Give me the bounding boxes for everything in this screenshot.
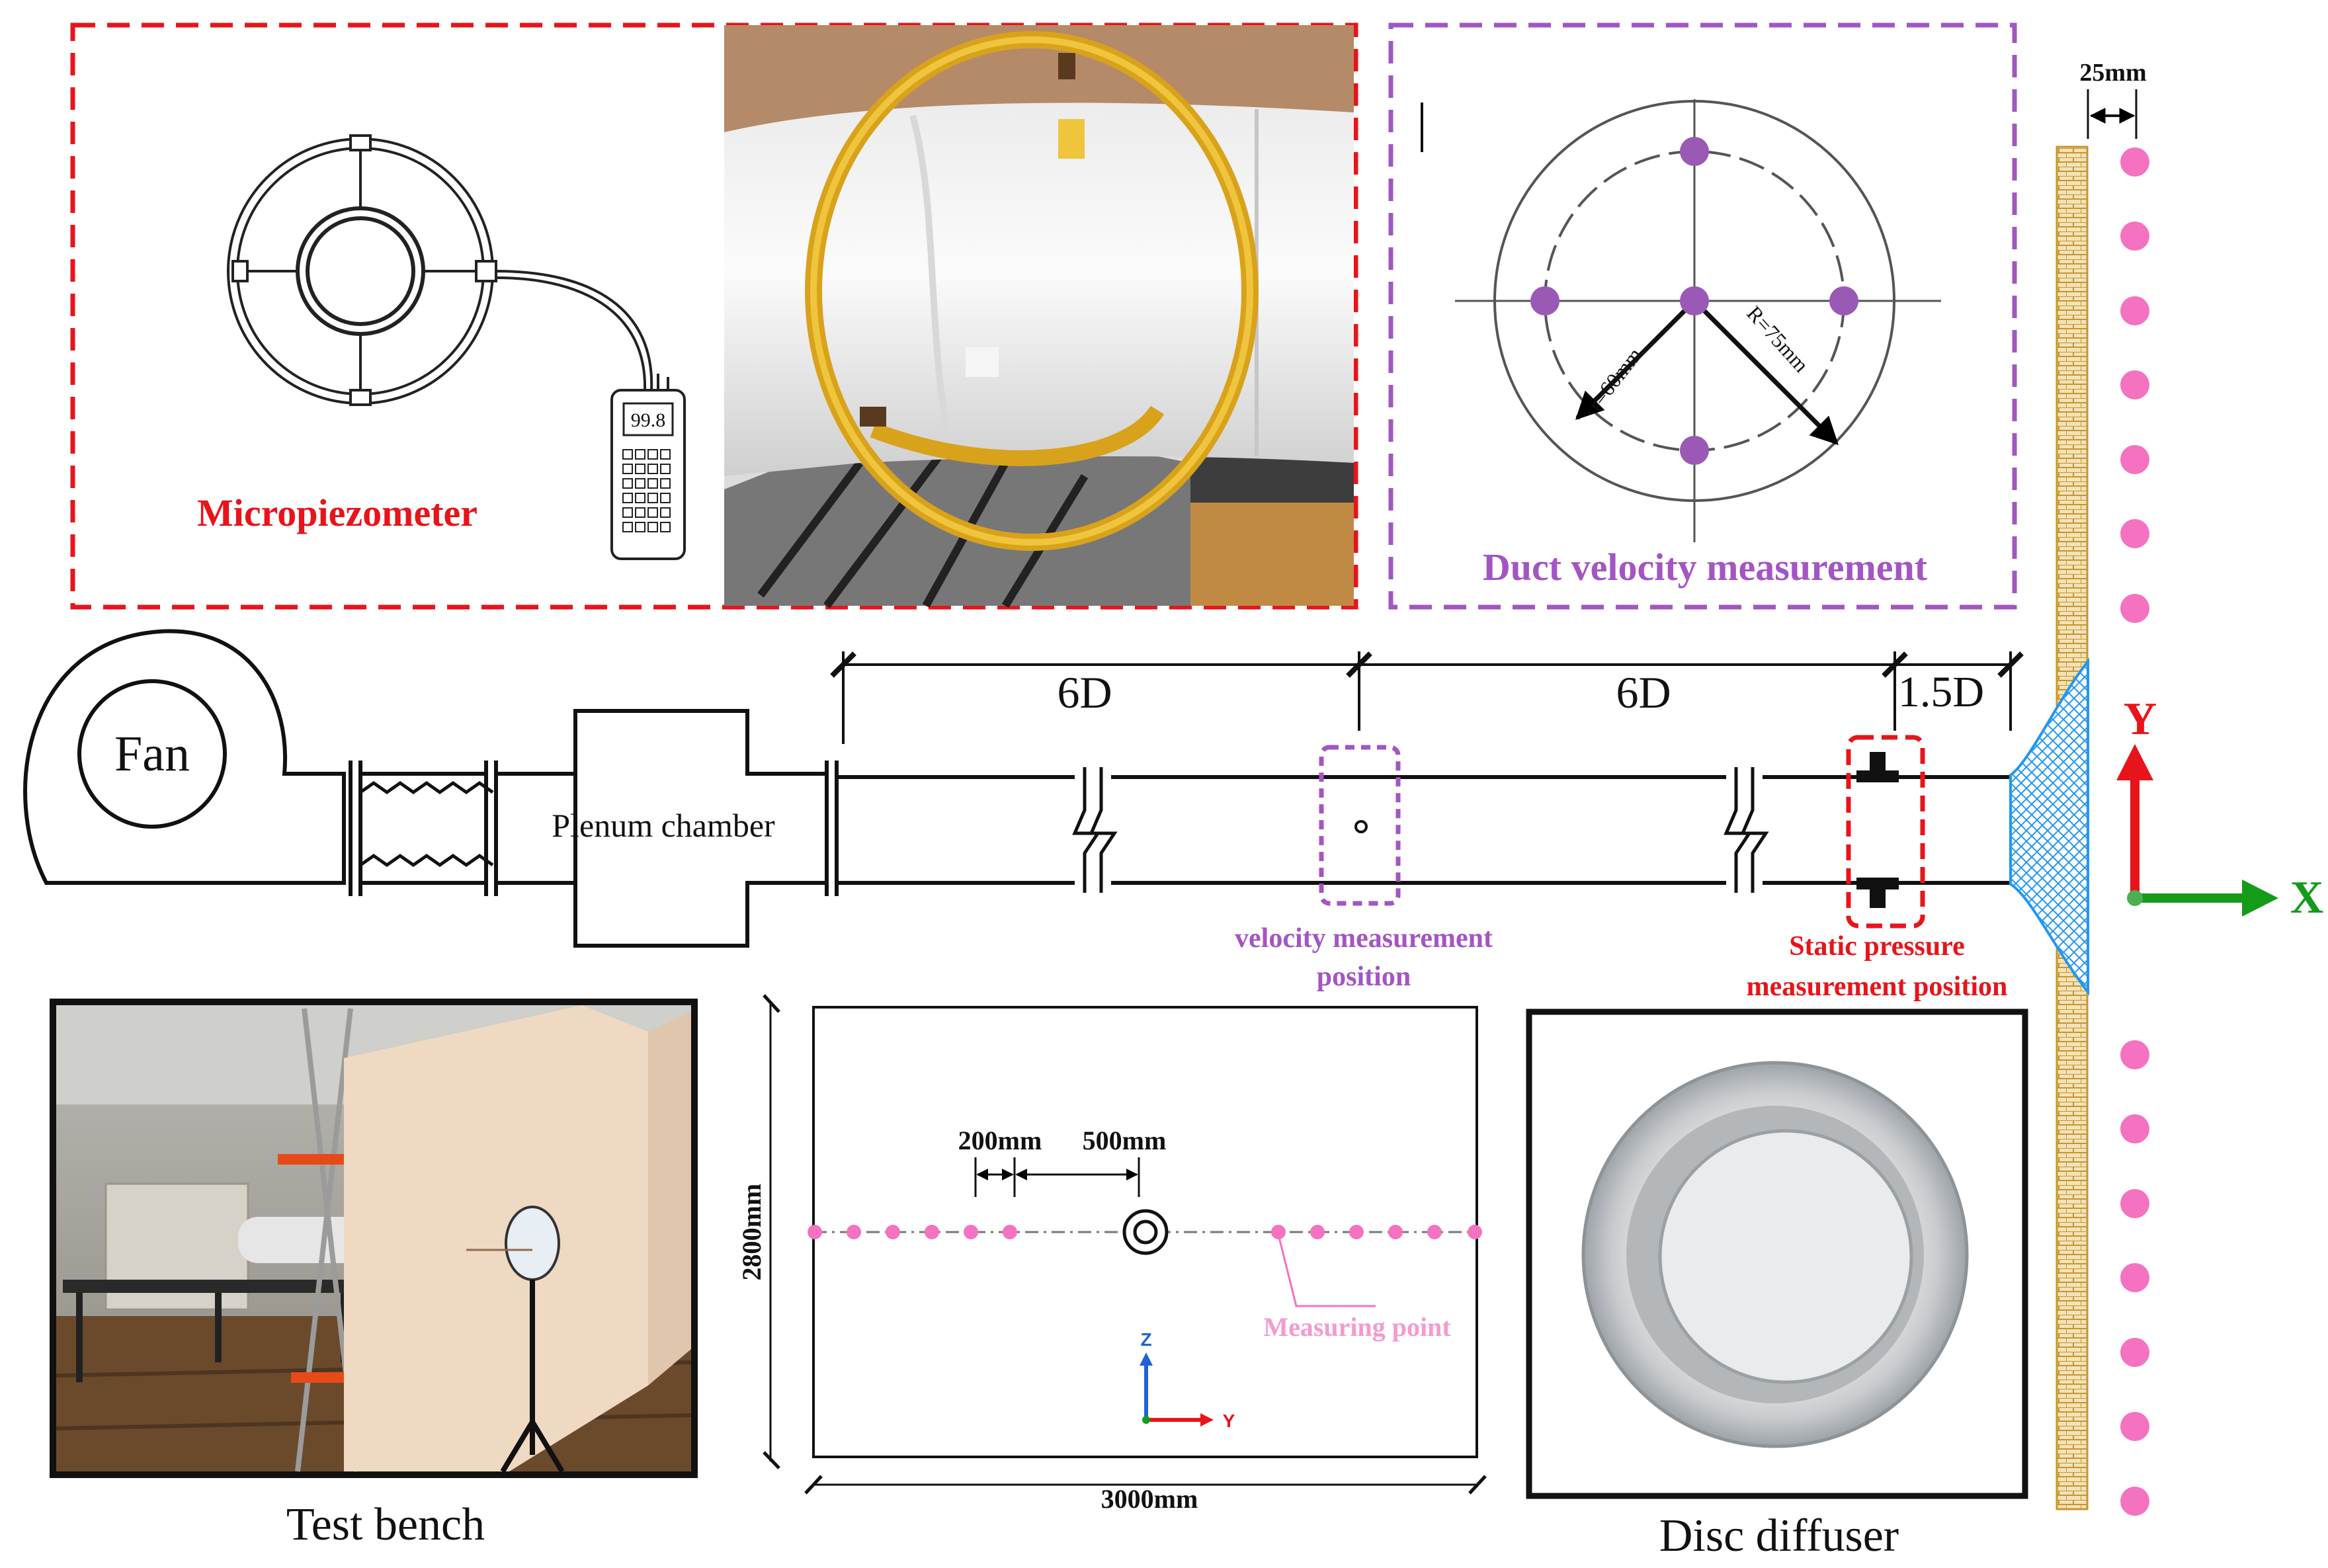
disc-diffuser-photo [1526,1009,2028,1499]
keypad-key [622,478,633,489]
velocity-position-line-2: position [1317,962,1411,992]
keypad-key [622,522,633,532]
plan-measuring-point [1349,1225,1364,1239]
test-bench-caption: Test bench [286,1499,485,1550]
micropiezometer-label: Micropiezometer [197,491,478,534]
wall-measuring-point [2120,222,2149,251]
keypad-key [635,464,645,474]
keypad-key [647,493,658,503]
keypad-key [660,507,671,518]
plan-measuring-point [808,1225,822,1239]
device-readout: 99.8 [631,409,666,431]
plan-measuring-point [925,1225,939,1239]
static-pressure-box [1846,735,1925,928]
plan-measuring-point [1310,1225,1325,1239]
wall-measuring-point [2120,1040,2149,1069]
keypad-key [647,449,658,460]
axis-y-label: Y [2124,694,2157,745]
keypad-key [622,507,633,518]
wall-measuring-point [2120,519,2149,548]
fan-label: Fan [114,726,190,782]
keypad-key [635,522,645,532]
keypad-key [660,493,671,503]
plan-width-label: 3000mm [1101,1484,1198,1514]
duct-dimension-line [830,651,2024,744]
static-position-line-2: measurement position [1747,971,2008,1002]
velocity-measuring-point [1680,137,1709,166]
dim-6d-second: 6D [1616,667,1671,718]
wall-measuring-point [2120,1189,2149,1218]
keypad-key [622,493,633,503]
wall-measuring-point [2120,445,2149,474]
plan-axis-z-label: Z [1140,1329,1151,1350]
wall-measuring-point [2120,147,2149,177]
plan-view: 2800mm 3000mm 200mm 500mm Measuring poin… [737,994,1487,1514]
plan-measuring-point [1468,1225,1482,1239]
wall-measuring-point [2120,1487,2149,1516]
dim-1-5d: 1.5D [1898,668,1984,716]
keypad-key [635,478,645,489]
disc-diffuser-caption: Disc diffuser [1659,1510,1899,1561]
keypad-key [660,464,671,474]
plan-measuring-point [1427,1225,1442,1239]
velocity-position-line-1: velocity measurement [1235,923,1493,954]
plan-axis-y-label: Y [1223,1411,1235,1431]
plenum-label: Plenum chamber [552,807,775,844]
piezometer-ring-icon [227,134,653,406]
keypad-key [622,464,633,474]
xy-axes: Y X [2116,694,2323,923]
velocity-measuring-point [1680,436,1709,465]
velocity-measuring-point [1530,286,1559,315]
velocity-measuring-point [1829,286,1858,315]
plan-height-label: 2800mm [737,1184,767,1281]
plan-measuring-point [847,1225,861,1239]
duct-velocity-panel: r=60mm R=75mm Duct velocity measurement [1388,22,2017,610]
wall-measuring-point [2120,296,2149,325]
measuring-point-label: Measuring point [1263,1312,1451,1342]
micropiezometer-panel: 99.8 Micropiezometer [70,22,1358,610]
inner-radius-label: r=60mm [1583,343,1646,415]
wall-measuring-point [2120,1412,2149,1441]
keypad-key [660,478,671,489]
dim-6d-first: 6D [1057,667,1112,718]
keypad-key [660,522,671,532]
micromanometer-device-icon: 99.8 [610,374,686,560]
keypad-key [635,493,645,503]
wall-measuring-points [2120,147,2149,1516]
outer-radius-label: R=75mm [1742,302,1813,377]
velocity-measuring-point [1680,286,1709,315]
keypad-key [635,507,645,518]
spacing-200-label: 200mm [958,1126,1042,1155]
keypad-key [660,449,671,460]
keypad-key [647,522,658,532]
wall-measuring-point [2120,1114,2149,1143]
static-position-line-1: Static pressure [1789,931,1965,962]
plan-measuring-point [886,1225,900,1239]
piezometer-ring-photo [724,25,1354,608]
axis-x-label: X [2290,872,2324,923]
wall-measuring-point [2120,1263,2149,1292]
keypad-key [635,449,645,460]
velocity-measuring-points [1530,137,1858,465]
plan-measuring-point [1003,1225,1017,1239]
keypad-key [647,507,658,518]
spacing-500-label: 500mm [1083,1126,1167,1155]
wall-measuring-point [2120,1338,2149,1367]
keypad-key [647,478,658,489]
plan-measuring-points [808,1225,1482,1239]
keypad-key [622,449,633,460]
plan-measuring-point [964,1225,978,1239]
duct-system [23,629,2011,948]
keypad-key [647,464,658,474]
test-bench-photo [50,999,698,1478]
plan-measuring-point [1388,1225,1403,1239]
wall-measuring-point [2120,370,2149,399]
velocity-position-box [1319,745,1401,906]
wall-measuring-point [2120,594,2149,623]
disc-diffuser-mesh [2009,657,2089,996]
duct-velocity-label: Duct velocity measurement [1483,546,1928,589]
wall-spacing-label: 25mm [2079,59,2146,87]
